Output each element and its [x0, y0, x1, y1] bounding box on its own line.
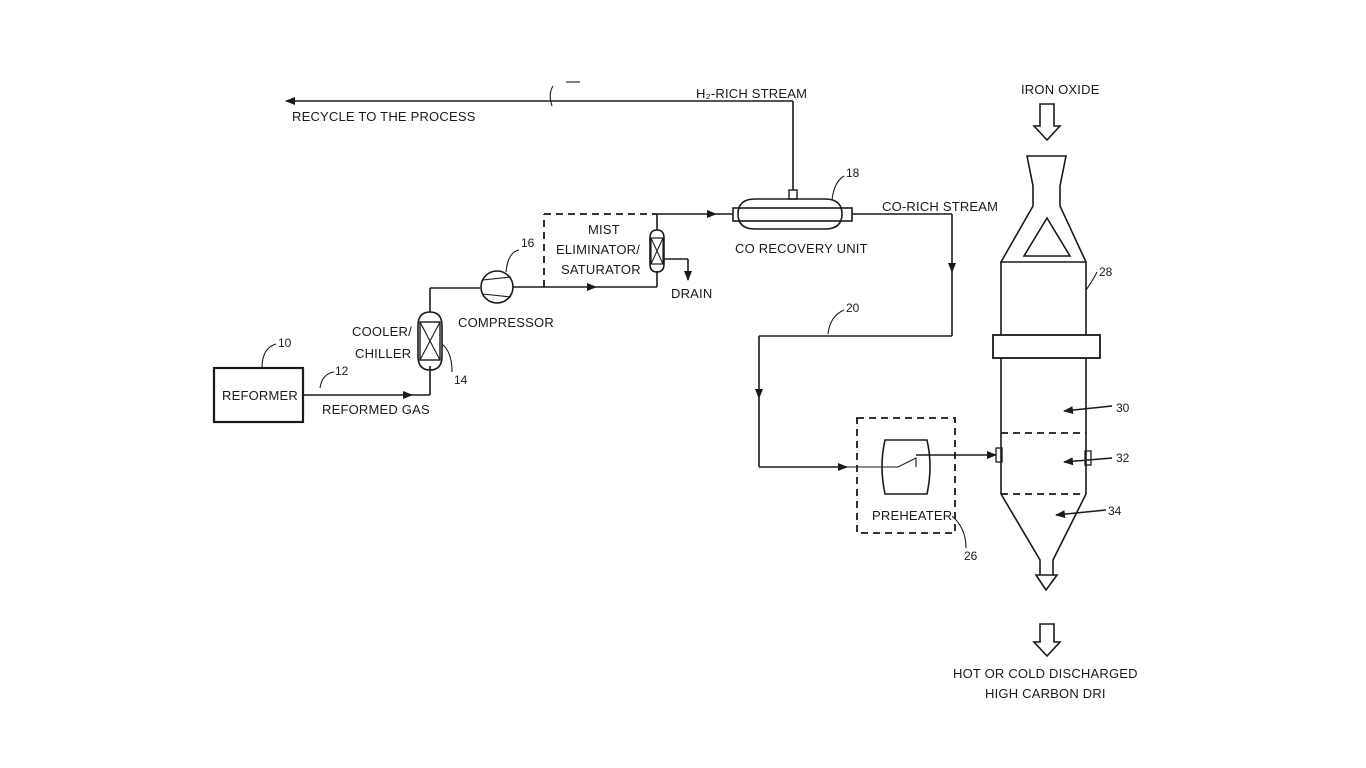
ref-30: 30 [1116, 401, 1130, 415]
leader-28 [1085, 271, 1098, 291]
ref-10: 10 [278, 336, 292, 350]
mist-label-3: SATURATOR [561, 262, 641, 277]
cooler-chiller-vessel [417, 311, 443, 371]
reformed-gas-label: REFORMED GAS [322, 402, 430, 417]
ref-20: 20 [846, 301, 860, 315]
mist-label-2: ELIMINATOR/ [556, 242, 640, 257]
arrow-34 [1055, 509, 1107, 519]
reformer-label: REFORMER [222, 388, 298, 403]
compressor-label: COMPRESSOR [458, 315, 554, 330]
leader-26 [951, 515, 967, 549]
ref-18: 18 [846, 166, 860, 180]
leader-20 [827, 309, 845, 335]
ref-16: 16 [521, 236, 535, 250]
discharge-label-2: HIGH CARBON DRI [985, 686, 1106, 701]
ref-26: 26 [964, 549, 978, 563]
saturator-vessel [649, 229, 665, 273]
leader-14 [441, 343, 453, 373]
arrow-30 [1063, 405, 1113, 415]
reactor-vessel [992, 155, 1101, 592]
leader-16 [505, 249, 520, 273]
leader-18 [831, 175, 845, 201]
drain-label: DRAIN [671, 286, 712, 301]
discharge-arrow [1032, 623, 1062, 658]
preheater-exchanger [847, 439, 931, 495]
recycle-label: RECYCLE TO THE PROCESS [292, 109, 476, 124]
co-rich-stream-label: CO-RICH STREAM [882, 199, 998, 214]
arrow-32 [1063, 457, 1113, 466]
cooler-label-2: CHILLER [355, 346, 411, 361]
mist-label-1: MIST [588, 222, 620, 237]
iron-oxide-label: IRON OXIDE [1021, 82, 1100, 97]
preheater-box [856, 417, 956, 534]
preheater-label: PREHEATER [872, 508, 952, 523]
leader-12 [319, 371, 335, 389]
h2-recycle-line [285, 81, 794, 190]
ref-14: 14 [454, 373, 468, 387]
ref-34: 34 [1108, 504, 1122, 518]
ref-32: 32 [1116, 451, 1130, 465]
co-recovery-label: CO RECOVERY UNIT [735, 241, 868, 256]
iron-oxide-arrow [1032, 103, 1062, 142]
cooler-label-1: COOLER/ [352, 324, 412, 339]
mist-eliminator-box [543, 213, 657, 287]
compressor [480, 270, 514, 304]
h2-rich-stream-label: H₂-RICH STREAM [696, 86, 807, 101]
co-recovery-unit [732, 189, 853, 230]
ref-28: 28 [1099, 265, 1113, 279]
discharge-label-1: HOT OR COLD DISCHARGED [953, 666, 1138, 681]
ref-12: 12 [335, 364, 349, 378]
leader-10 [261, 343, 277, 369]
